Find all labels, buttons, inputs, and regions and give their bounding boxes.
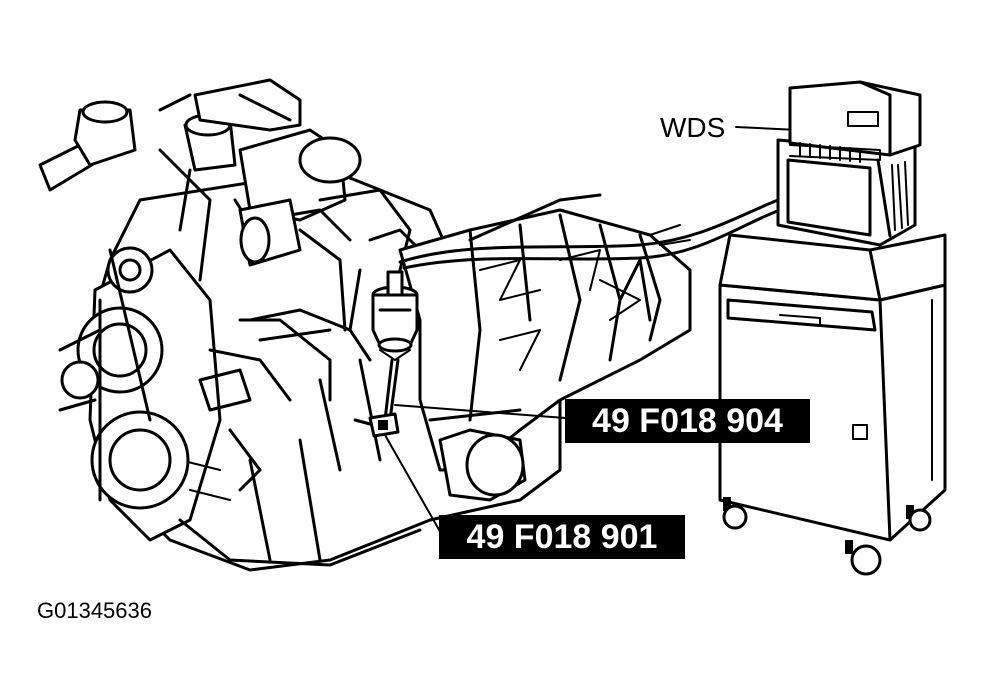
intake-hoses <box>38 78 422 402</box>
adapter-49f018901 <box>353 412 400 438</box>
transmission <box>398 193 692 502</box>
wds-label: WDS <box>660 112 726 143</box>
leader-line-904 <box>394 404 566 419</box>
tool-label-901: 49 F018 901 <box>439 515 685 559</box>
wds-cart <box>718 80 947 576</box>
wds-cable <box>398 198 782 270</box>
leader-line-901 <box>384 434 443 536</box>
leader-line-wds <box>735 126 799 131</box>
figure-id: G01345636 <box>37 598 152 623</box>
pulley-group <box>58 246 190 510</box>
adapter-49f018904 <box>371 270 419 422</box>
tool-label-904: 49 F018 904 <box>565 399 810 443</box>
